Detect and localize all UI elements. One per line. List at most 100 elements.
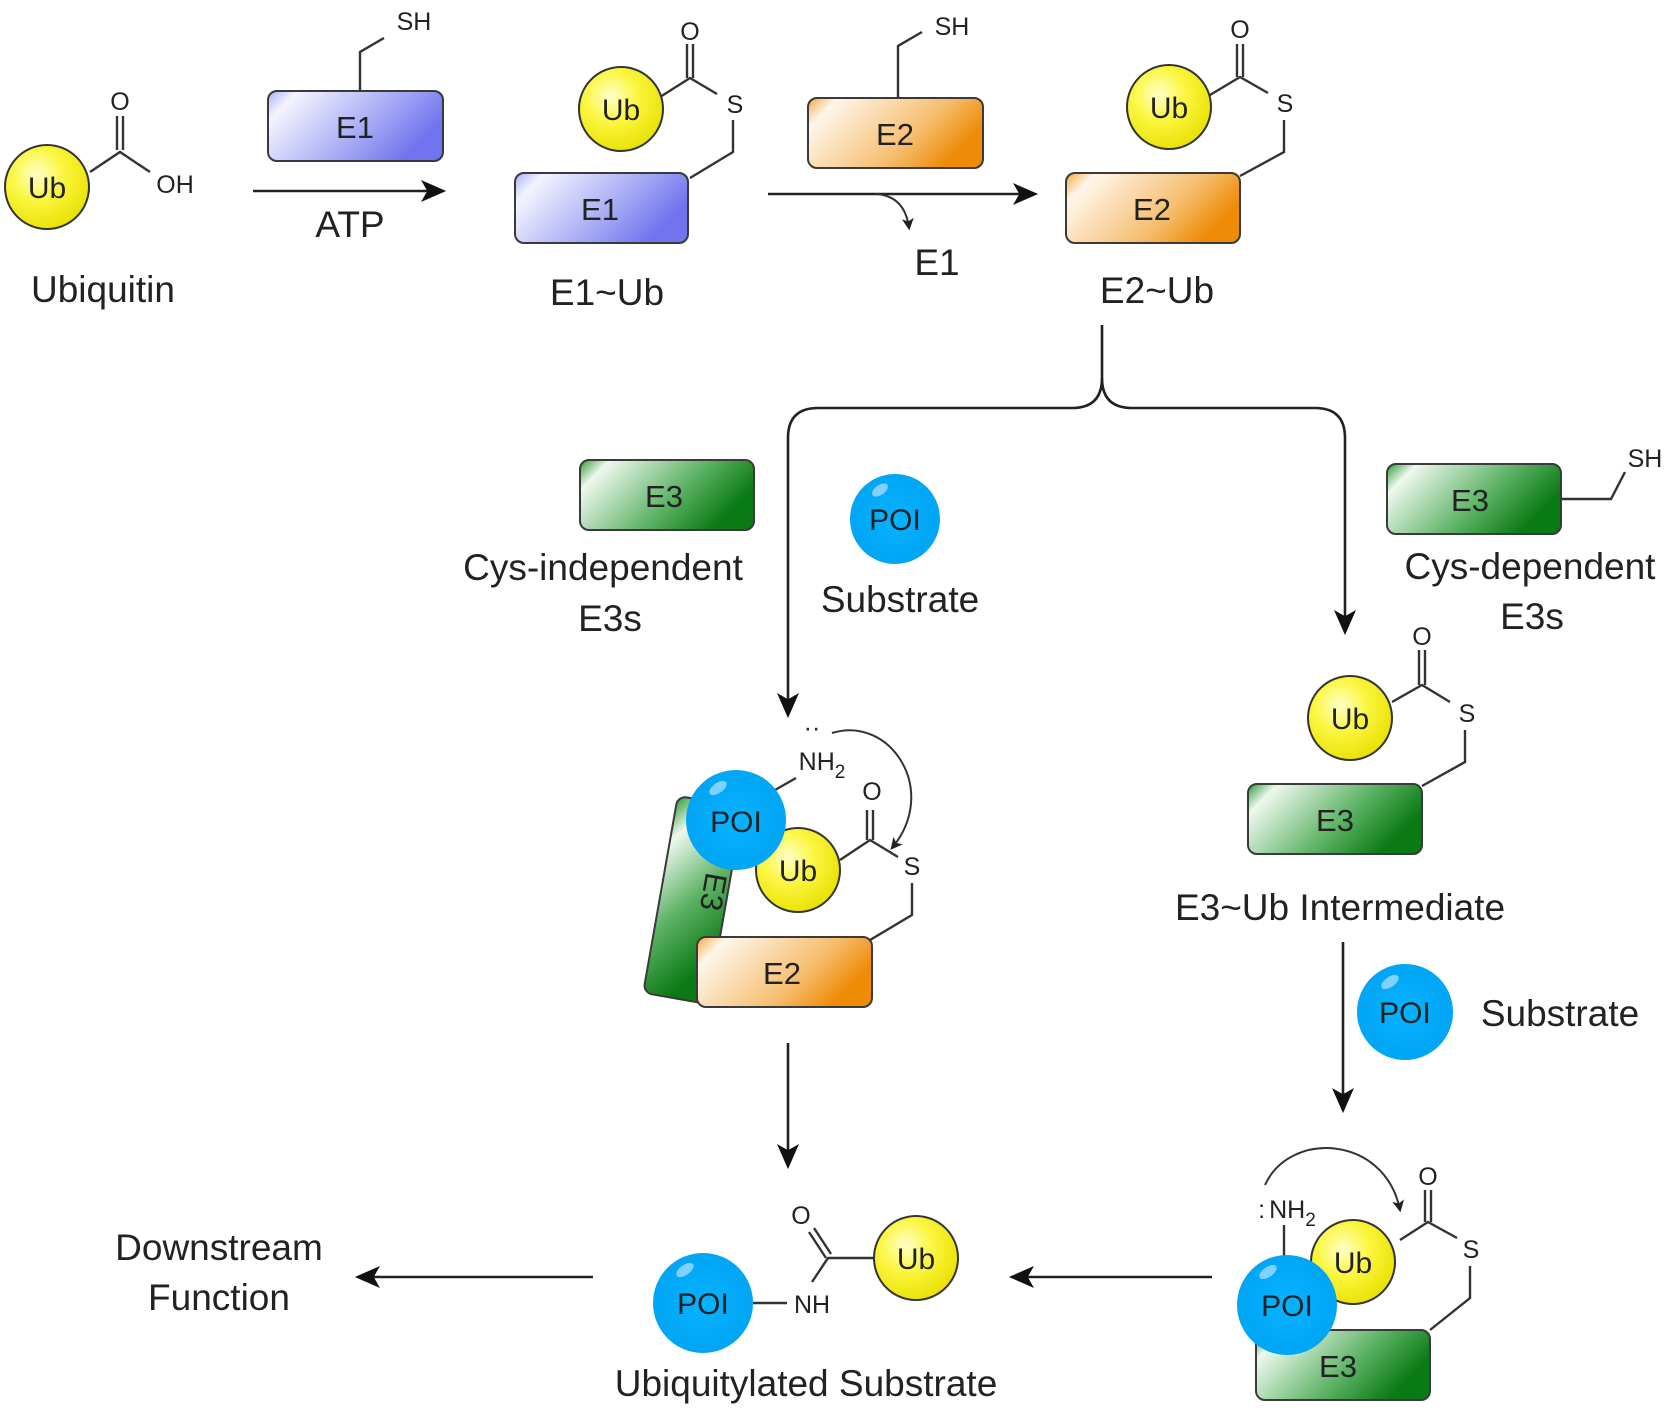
thioester-bond [839, 838, 899, 861]
carbonyl-double-bond [1235, 44, 1245, 77]
e2-box [1065, 172, 1241, 244]
poi-ball [1237, 1255, 1337, 1355]
ub-ball [755, 827, 841, 913]
atp-label: ATP [315, 204, 384, 245]
step1-e1-activation: SH E1 ATP [253, 8, 447, 245]
ub-ball-label: Ub [28, 172, 66, 205]
poi-highlight [1259, 1264, 1277, 1280]
carbonyl-double-bond [865, 810, 875, 840]
amine-label: :NH2 [1258, 1196, 1316, 1231]
cys-dependent-label-line2: E3s [1500, 596, 1564, 637]
oxygen-label: O [862, 778, 881, 806]
poi-highlight [1381, 974, 1399, 990]
thioester-bond [659, 76, 718, 99]
ub-ball-label: Ub [897, 1243, 935, 1276]
thioester-bond [1399, 1220, 1458, 1242]
sulfur-label: S [727, 91, 744, 119]
substrate-label: Substrate [821, 579, 979, 620]
e1-box-label: E1 [581, 192, 619, 227]
arrow-to-cys-independent [777, 325, 1104, 719]
e1-thiol-bond [358, 36, 385, 91]
amine-label: NH2 [799, 748, 846, 783]
substrate-label: Substrate [1481, 993, 1639, 1034]
thiol-label: SH [935, 13, 970, 41]
cys-bond [869, 883, 914, 942]
e3-ub-intermediate: O S Ub E3 E3~Ub Intermediate [1175, 623, 1505, 928]
e2-box [696, 936, 873, 1008]
poi-highlight [872, 483, 888, 497]
poi-highlight [709, 780, 727, 796]
thioester-bond [1209, 75, 1269, 97]
carboxyl-bond [89, 150, 151, 173]
e2-ub-thioester: O S Ub E2 E2~Ub [1065, 16, 1293, 311]
e3-box-label: E3 [1451, 483, 1489, 518]
branch-bracket [777, 325, 1356, 719]
e3-box-label: E3 [1319, 1349, 1357, 1384]
poi-ball-label: POI [869, 504, 921, 537]
ubiquitylated-substrate-label: Ubiquitylated Substrate [615, 1363, 998, 1404]
nucleophilic-attack-arrow [1264, 1147, 1404, 1213]
poi-ball-label: POI [710, 806, 762, 839]
e2-ub-label: E2~Ub [1100, 270, 1214, 311]
e1-ub-label: E1~Ub [550, 272, 664, 313]
e3-box-label: E3 [645, 479, 683, 514]
ub-ball-label: Ub [1331, 703, 1369, 736]
cys-independent-label-line1: Cys-independent [463, 547, 743, 588]
thiol-label: SH [397, 8, 432, 36]
cys-dependent-e3: E3 SH Cys-dependent E3s [1386, 445, 1663, 637]
e2-box-label: E2 [763, 956, 801, 991]
cys-bond [1239, 120, 1286, 178]
e1-box-label: E1 [336, 110, 374, 145]
e2-box-label: E2 [1133, 192, 1171, 227]
e1-box [514, 172, 689, 244]
cys-independent-complex: E3 E2 O S ·· NH2 Ub POI [643, 714, 921, 1008]
poi-ball [653, 1253, 753, 1353]
nucleophilic-attack-arrow [831, 729, 913, 850]
ub-ball-label: Ub [779, 855, 817, 888]
amine-bond [774, 776, 797, 792]
downstream-function: Downstream Function [115, 1227, 323, 1318]
oxygen-label: O [1230, 16, 1249, 44]
substrate-right: POI Substrate [1357, 964, 1639, 1060]
e3-ub-intermediate-label: E3~Ub Intermediate [1175, 887, 1505, 928]
ub-ball [1307, 675, 1393, 761]
sulfur-label: S [904, 853, 921, 881]
step2-e2-transfer: SH E2 E1 [768, 13, 1039, 283]
ub-ball [1126, 64, 1212, 150]
poi-highlight [676, 1262, 694, 1278]
arrow-to-cys-dependent [1100, 377, 1356, 636]
poi-ball [686, 770, 786, 870]
poi-ball-label: POI [1379, 997, 1431, 1030]
cys-dependent-label-line1: Cys-dependent [1405, 546, 1657, 587]
ub-ball [873, 1215, 959, 1301]
e3-box-label: E3 [1316, 803, 1354, 838]
oxygen-label: O [110, 88, 129, 116]
cys-bond [689, 120, 735, 180]
poi-ball [1357, 964, 1453, 1060]
carbonyl-double-bond [115, 116, 125, 150]
ub-ball [4, 144, 90, 230]
ub-ball [578, 66, 664, 152]
ub-ball-label: Ub [1150, 92, 1188, 125]
e2-thiol-bond [896, 30, 923, 98]
downstream-label-line1: Downstream [115, 1227, 323, 1268]
oxygen-label: O [1412, 623, 1431, 651]
oxygen-label: O [1418, 1163, 1437, 1191]
release-curved-arrow [875, 193, 914, 231]
hydroxyl-label: OH [156, 171, 194, 199]
ub-ball-label: Ub [1334, 1247, 1372, 1280]
e3-box [579, 459, 755, 531]
thiol-label: SH [1628, 445, 1663, 473]
e3-tilted-label: E3 [693, 870, 734, 913]
amide-nh-label: NH [794, 1291, 830, 1319]
lone-pair-dots: ·· [804, 714, 821, 742]
ubiquitin-label: Ubiquitin [31, 269, 175, 310]
e2-box-label: E2 [876, 117, 914, 152]
oxygen-label: O [791, 1202, 810, 1230]
ubiquitin-free: O OH Ub Ubiquitin [4, 88, 194, 310]
ub-ball-label: Ub [602, 94, 640, 127]
e2-box [807, 97, 984, 169]
poi-ball-label: POI [1261, 1290, 1313, 1323]
ubiquitylated-substrate: NH O Ub POI Ubiquitylated Substrate [615, 1202, 998, 1404]
thioester-bond [1391, 683, 1451, 704]
